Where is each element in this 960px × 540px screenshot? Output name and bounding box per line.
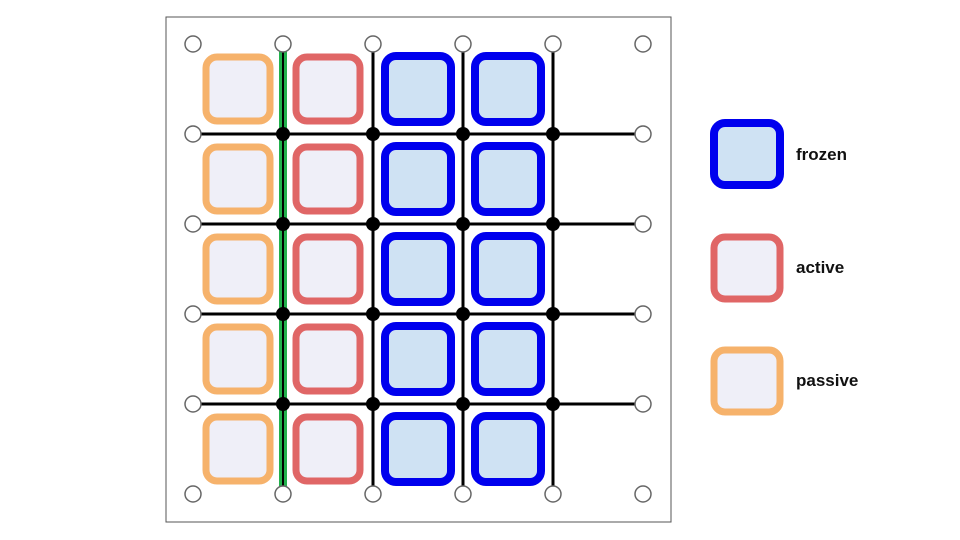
legend-label-passive: passive: [796, 371, 859, 390]
legend-label-active: active: [796, 258, 845, 277]
cell-frozen: [381, 232, 455, 306]
legend-swatch-active: [710, 233, 784, 303]
cell-active: [292, 53, 364, 125]
boundary-node: [634, 35, 652, 53]
boundary-node: [184, 305, 202, 323]
diagram-frame: [165, 16, 672, 523]
junction-node: [366, 217, 380, 231]
cell-passive: [202, 413, 274, 485]
boundary-node: [184, 395, 202, 413]
junction-node: [366, 307, 380, 321]
junction-node: [456, 307, 470, 321]
cell-frozen: [471, 142, 545, 216]
boundary-node: [364, 485, 382, 503]
boundary-node: [634, 215, 652, 233]
junction-node: [366, 397, 380, 411]
junction-node: [546, 217, 560, 231]
legend-label-frozen: frozen: [796, 145, 847, 164]
junction-node: [276, 127, 290, 141]
junction-node: [546, 397, 560, 411]
junction-node: [456, 127, 470, 141]
lattice-nodes: [184, 35, 652, 503]
cell-frozen: [381, 412, 455, 486]
junction-node: [456, 217, 470, 231]
boundary-node: [184, 215, 202, 233]
cell-active: [292, 143, 364, 215]
cell-passive: [202, 323, 274, 395]
legend-swatch-passive: [710, 346, 784, 416]
junction-node: [276, 307, 290, 321]
boundary-node: [274, 35, 292, 53]
junction-node: [546, 307, 560, 321]
cell-frozen: [471, 232, 545, 306]
boundary-node: [544, 485, 562, 503]
junction-node: [276, 217, 290, 231]
cell-frozen: [381, 52, 455, 126]
cell-frozen: [471, 52, 545, 126]
cell-frozen: [471, 412, 545, 486]
cell-frozen: [381, 142, 455, 216]
cell-active: [292, 413, 364, 485]
boundary-node: [364, 35, 382, 53]
boundary-node: [634, 485, 652, 503]
boundary-node: [184, 125, 202, 143]
boundary-node: [184, 35, 202, 53]
boundary-node: [454, 485, 472, 503]
lattice-lines: [193, 44, 643, 494]
legend-swatches: [710, 119, 784, 416]
junction-node: [276, 397, 290, 411]
boundary-node: [634, 125, 652, 143]
cell-passive: [202, 233, 274, 305]
boundary-node: [454, 35, 472, 53]
cell-frozen: [471, 322, 545, 396]
boundary-node: [184, 485, 202, 503]
cell-active: [292, 323, 364, 395]
cell-frozen: [381, 322, 455, 396]
boundary-node: [544, 35, 562, 53]
cell-passive: [202, 143, 274, 215]
junction-node: [366, 127, 380, 141]
boundary-node: [274, 485, 292, 503]
boundary-node: [634, 305, 652, 323]
cell-active: [292, 233, 364, 305]
qubit-cells: [202, 52, 545, 486]
junction-node: [456, 397, 470, 411]
cell-passive: [202, 53, 274, 125]
boundary-node: [634, 395, 652, 413]
junction-node: [546, 127, 560, 141]
legend-swatch-frozen: [710, 119, 784, 189]
